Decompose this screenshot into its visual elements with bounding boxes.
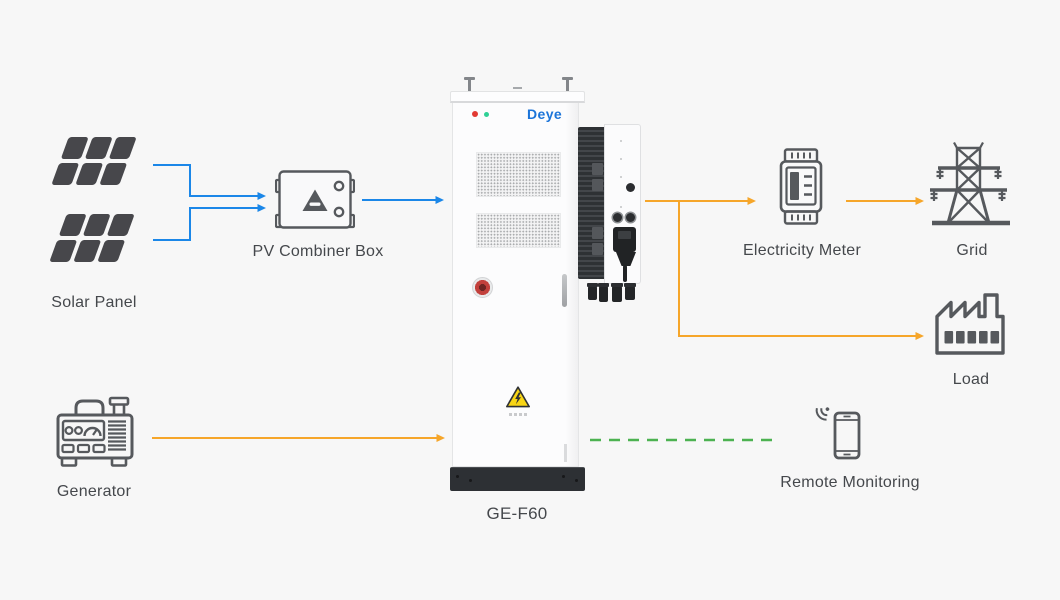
cabinet-lid	[450, 91, 585, 103]
remote-monitoring-label: Remote Monitoring	[780, 474, 920, 491]
cabinet-top-notch	[513, 87, 522, 89]
load-label: Load	[952, 371, 990, 388]
inverter-terminal	[587, 283, 598, 300]
pv-combiner-box-label: PV Combiner Box	[252, 243, 384, 260]
inverter-port	[613, 213, 622, 222]
cabinet-base	[450, 467, 585, 491]
electricity-meter-icon	[779, 148, 823, 225]
solar-panel-label: Solar Panel	[51, 294, 137, 311]
smartphone-icon	[815, 407, 861, 460]
inverter-cable	[616, 252, 636, 266]
lifting-bolt-icon	[562, 77, 573, 93]
door-handle	[562, 274, 567, 307]
led-indicator-green	[484, 112, 489, 117]
inverter-terminal	[611, 283, 623, 302]
vent-grille-upper	[476, 152, 561, 197]
inverter-terminal	[624, 283, 636, 300]
lifting-bolt-icon	[464, 77, 475, 93]
cabinet-model-label: GE-F60	[486, 504, 548, 523]
wire-solar1-to-combiner	[153, 164, 266, 200]
grid-tower-icon	[930, 141, 1010, 226]
wire-cabinet-to-load	[678, 201, 924, 340]
grid-label: Grid	[956, 242, 988, 259]
inverter-heatsink	[578, 127, 604, 279]
inverter-port	[626, 213, 635, 222]
factory-load-icon	[935, 293, 1005, 355]
warning-icon	[506, 386, 530, 408]
wireless-signal-icon	[815, 407, 830, 421]
vent-grille-lower	[476, 213, 561, 248]
warning-caption	[509, 413, 527, 416]
inverter-connector-block	[613, 227, 636, 252]
inverter-terminal	[598, 283, 609, 302]
insulator-icon	[930, 169, 1006, 201]
deye-logo: Deye	[527, 106, 563, 122]
emergency-stop-button	[472, 277, 493, 298]
inverter-display-dot	[626, 183, 635, 192]
wire-solar2-to-combiner	[153, 204, 266, 241]
door-side-print	[564, 444, 567, 462]
electricity-meter-label: Electricity Meter	[742, 242, 862, 259]
led-indicator-red	[472, 111, 478, 117]
generator-icon	[56, 396, 134, 467]
pv-combiner-box-icon	[275, 170, 355, 229]
generator-label: Generator	[56, 483, 132, 500]
